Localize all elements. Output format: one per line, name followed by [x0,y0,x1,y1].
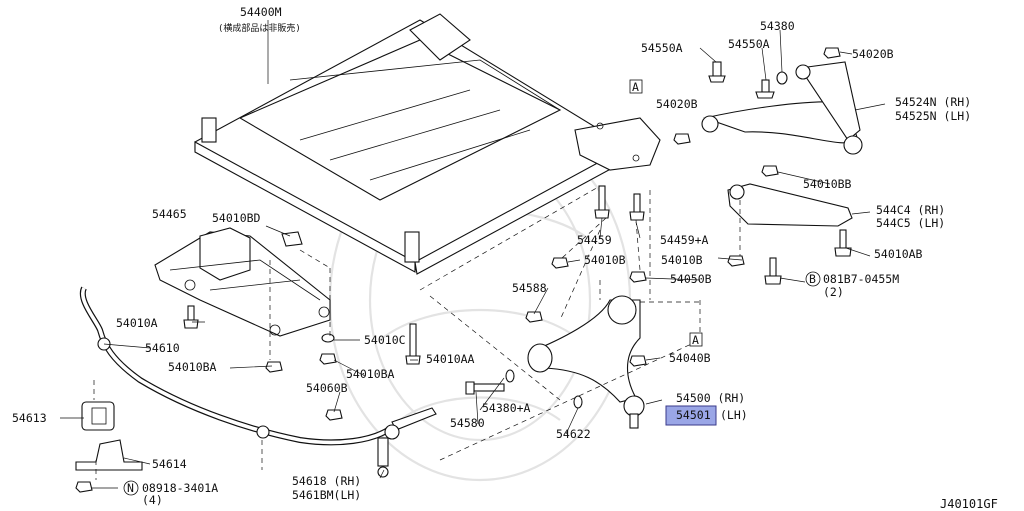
part-54501-highlight [665,405,717,426]
leader-lines [60,20,886,489]
label-54459A[interactable]: 54459+A [660,233,709,247]
dashed-guides [93,185,741,480]
lower-link-arm[interactable] [727,183,853,227]
nut-54010BA-left[interactable] [265,361,283,373]
label-54010B-2[interactable]: 54010B [661,253,703,267]
bolt-54580[interactable] [465,381,505,395]
label-54050B[interactable]: 54050B [670,272,712,286]
label-08918[interactable]: 08918-3401A [142,481,218,495]
nut-54010BB[interactable] [761,165,779,177]
nut-54050B[interactable] [629,271,647,283]
nut-54010B-right[interactable] [727,255,745,267]
washer-54380[interactable] [776,71,788,85]
label-54020B-1[interactable]: 54020B [852,47,894,61]
bolt-54459A[interactable] [629,193,645,221]
front-sub-frame[interactable] [154,227,331,337]
label-544C5[interactable]: 544C5 (LH) [876,216,945,230]
label-54550A-1[interactable]: 54550A [641,41,683,55]
label-54400M[interactable]: 54400M [240,5,282,19]
upper-link-arm[interactable] [701,61,863,155]
label-54580[interactable]: 54580 [450,416,485,430]
label-54614[interactable]: 54614 [152,457,187,471]
label-54550A-2[interactable]: 54550A [728,37,770,51]
stabilizer-connecting-rod[interactable] [377,407,437,478]
ref-box-a-mid: A [689,332,703,347]
label-54010C[interactable]: 54010C [364,333,406,347]
nut-54060B[interactable] [325,409,343,421]
label-54501-side: (LH) [720,408,748,422]
label-54380A[interactable]: 54380+A [482,401,531,415]
stabilizer-bar[interactable] [79,286,390,446]
transverse-link[interactable] [527,295,645,429]
label-54459[interactable]: 54459 [577,233,612,247]
bolt-08187[interactable] [764,257,782,285]
label-54060B[interactable]: 54060B [306,381,348,395]
circle-n-marker: N [123,480,139,496]
nut-54588[interactable] [525,311,543,323]
label-544C4[interactable]: 544C4 (RH) [876,203,945,217]
bolt-54010A[interactable] [183,305,199,329]
label-54524N[interactable]: 54524N (RH) [895,95,971,109]
label-54588[interactable]: 54588 [512,281,547,295]
label-54618[interactable]: 54618 (RH) [292,474,361,488]
bolt-54010AB[interactable] [834,229,852,257]
label-54020B-2[interactable]: 54020B [656,97,698,111]
svg-text:A: A [692,333,699,347]
label-54010B-1[interactable]: 54010B [584,253,626,267]
nut-54020B-right[interactable] [823,47,841,59]
label-54380[interactable]: 54380 [760,19,795,33]
label-54010AA[interactable]: 54010AA [426,352,475,366]
nut-08918[interactable] [75,481,93,493]
washer-54010C[interactable] [321,333,335,343]
label-54400M-note: (横成部品は非販売) [218,22,301,34]
nut-54020B-left[interactable] [673,133,691,145]
svg-text:N: N [127,481,134,495]
label-54622[interactable]: 54622 [556,427,591,441]
bolt-54550A-lower[interactable] [755,79,775,99]
label-54500[interactable]: 54500 (RH) [676,391,745,405]
circle-b-marker: B [805,271,821,287]
label-08187[interactable]: 081B7-0455M [823,272,899,286]
svg-text:A: A [632,80,639,94]
nut-54010BA-right[interactable] [319,353,337,365]
label-54040B[interactable]: 54040B [669,351,711,365]
label-5461BM[interactable]: 5461BM(LH) [292,488,361,502]
label-54613[interactable]: 54613 [12,411,47,425]
label-54010A[interactable]: 54010A [116,316,158,330]
label-08187-qty: (2) [823,285,844,299]
washer-54380A[interactable] [505,369,515,383]
label-08918-qty: (4) [142,493,163,507]
label-54610[interactable]: 54610 [145,341,180,355]
label-54010AB[interactable]: 54010AB [874,247,923,261]
nut-54040B[interactable] [629,355,647,367]
svg-text:B: B [809,272,816,286]
bolt-54459[interactable] [594,185,610,219]
nut-54010B-left[interactable] [551,257,569,269]
label-54010BD[interactable]: 54010BD [212,211,261,225]
part-labels: 54400M (横成部品は非販売) 54380 54550A 54550A 54… [12,5,998,511]
bolt-54550A-upper[interactable] [708,61,726,83]
clip-54010BD[interactable] [281,231,303,247]
label-54010BA-2[interactable]: 54010BA [346,367,395,381]
bolt-54010AA[interactable] [405,323,421,365]
label-54010BA-1[interactable]: 54010BA [168,360,217,374]
label-54010BB[interactable]: 54010BB [803,177,852,191]
front-suspension-member[interactable] [194,13,661,275]
diagram-id: J40101GF [940,497,998,511]
label-54525N[interactable]: 54525N (LH) [895,109,971,123]
label-54501[interactable]: 54501 [676,408,711,422]
label-54465[interactable]: 54465 [152,207,187,221]
clamp-54614[interactable] [75,439,143,471]
bushing-54613[interactable] [81,401,115,431]
ref-box-a-top: A [629,79,643,94]
